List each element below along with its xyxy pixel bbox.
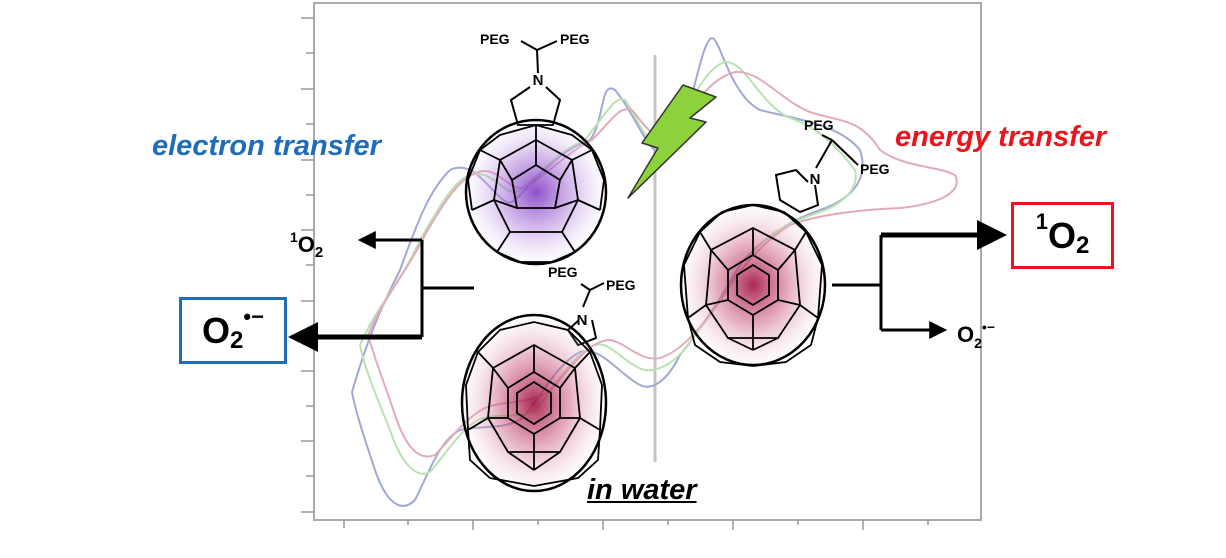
singlet-subscript: 2 — [1076, 232, 1089, 260]
peg-label: PEG — [548, 264, 578, 280]
peg-label: PEG — [606, 277, 636, 293]
fullerene-top: N PEG PEG — [462, 31, 610, 268]
x-axis-ticks — [344, 520, 928, 530]
cv-plot-frame — [301, 3, 981, 530]
right-branch-arrows — [832, 235, 995, 330]
y-axis-ticks — [301, 18, 314, 512]
superoxide-subscript: 2 — [230, 327, 243, 355]
lightning-bolt-icon — [628, 85, 716, 198]
peg-label: PEG — [480, 31, 510, 47]
nitrogen-label: N — [533, 72, 544, 89]
fullerene-right: N PEG PEG — [677, 117, 890, 369]
superoxide-base: O — [202, 310, 230, 352]
singlet-base: O — [1048, 215, 1076, 257]
electron-transfer-label: electron transfer — [152, 130, 381, 163]
peg-label: PEG — [860, 161, 890, 177]
superoxide-label-right: O2•− — [957, 319, 995, 351]
peg-label: PEG — [804, 117, 834, 133]
singlet-superscript: 1 — [1036, 209, 1048, 235]
fullerene-bottom: N PEG PEG — [458, 264, 636, 495]
peg-label: PEG — [560, 31, 590, 47]
energy-transfer-label: energy transfer — [895, 121, 1106, 154]
superoxide-superscript: •− — [243, 304, 264, 330]
singlet-oxygen-label-left: 1O2 — [290, 229, 323, 261]
in-water-label: in water — [587, 474, 697, 507]
left-branch-arrows — [300, 240, 474, 337]
nitrogen-label: N — [577, 312, 588, 329]
nitrogen-label: N — [810, 171, 821, 188]
